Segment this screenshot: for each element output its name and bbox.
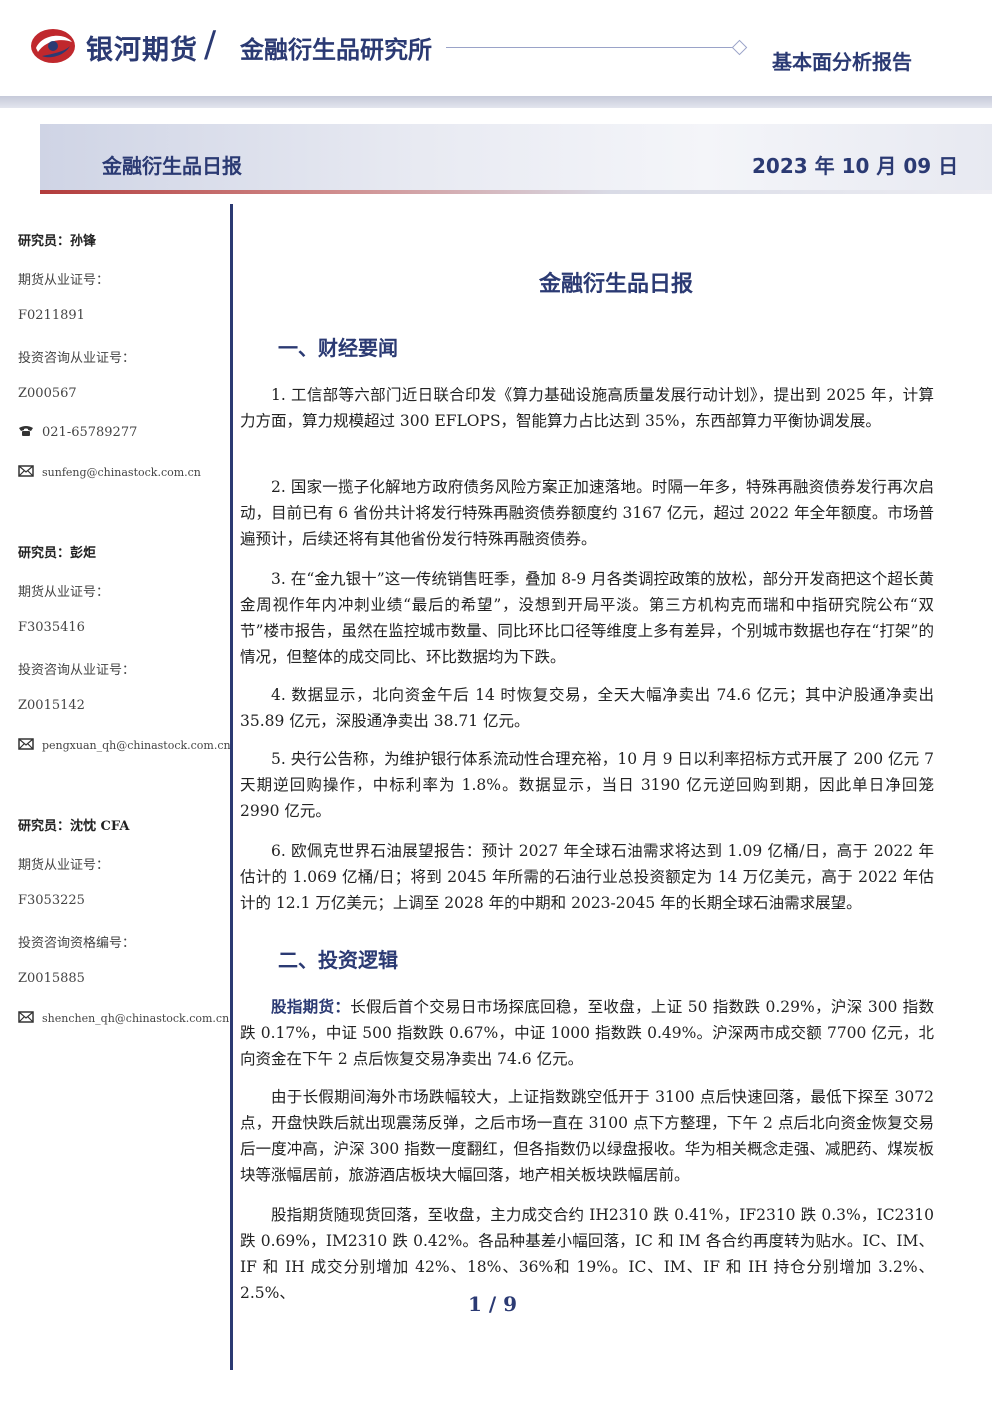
email-icon [18,1011,34,1023]
banner-underline [40,190,992,194]
email-address[interactable]: shenchen_qh@chinastock.com.cn [42,1012,230,1025]
license-label: 期货从业证号： [18,585,110,600]
email-address[interactable]: pengxuan_qh@chinastock.com.cn [42,739,231,752]
researcher-name: 研究员：彭炬 [18,546,97,561]
header-rule [446,47,734,48]
license-number: F3035416 [18,620,85,635]
researcher-name: 研究员：孙锋 [18,234,97,249]
sidebar-divider [230,204,233,1370]
section-heading-news: 一、财经要闻 [278,336,398,360]
news-item: 2. 国家一揽子化解地方政府债务风险方案正加速落地。时隔一年多，特殊再融资债券发… [240,478,934,548]
license-number: F0211891 [18,308,85,323]
section-heading-logic: 二、投资逻辑 [278,948,398,972]
brand-divider: / [204,24,217,65]
report-date: 2023 年 10 月 09 日 [752,154,959,178]
email-icon [18,465,34,477]
galaxy-logo-icon [31,29,75,63]
advisory-number: Z000567 [18,386,77,401]
license-number: F3053225 [18,893,85,908]
email-line[interactable]: sunfeng@chinastock.com.cn [18,465,201,479]
email-address[interactable]: sunfeng@chinastock.com.cn [42,466,201,479]
document-title: 金融衍生品日报 [538,272,693,297]
top-header: 银河期货 / 金融衍生品研究所 基本面分析报告 [0,0,992,110]
diamond-icon [731,39,748,56]
banner-title: 金融衍生品日报 [102,154,242,178]
phone-number: 021-65789277 [42,425,138,440]
license-label: 期货从业证号： [18,858,110,873]
advisory-number: Z0015142 [18,698,85,713]
phone-line: 021-65789277 [18,425,137,440]
logic-paragraph: 股指期货随现货回落，至收盘，主力成交合约 IH2310 跌 0.41%，IF23… [240,1206,934,1302]
advisory-label: 投资咨询从业证号： [18,351,136,366]
email-icon [18,738,34,750]
institute-name: 金融衍生品研究所 [240,36,432,64]
advisory-label: 投资咨询资格编号： [18,936,136,951]
lead-label: 股指期货： [271,997,351,1016]
news-item: 4. 数据显示，北向资金午后 14 时恢复交易，全天大幅净卖出 74.6 亿元；… [240,686,934,730]
news-item: 1. 工信部等六部门近日联合印发《算力基础设施高质量发展行动计划》，提出到 20… [240,386,934,430]
news-item: 5. 央行公告称，为维护银行体系流动性合理充裕，10 月 9 日以利率招标方式开… [240,750,934,820]
news-item: 3. 在“金九银十”这一传统销售旺季，叠加 8-9 月各类调控政策的放松，部分开… [240,570,934,666]
title-banner [40,124,992,190]
news-item: 6. 欧佩克世界石油展望报告：预计 2027 年全球石油需求将达到 1.09 亿… [240,842,934,912]
header-band [0,96,992,108]
page-number: 1 / 9 [468,1292,518,1316]
researcher-name: 研究员：沈忱 CFA [18,819,130,834]
email-line[interactable]: pengxuan_qh@chinastock.com.cn [18,738,231,752]
brand-name: 银河期货 [86,35,198,66]
email-line[interactable]: shenchen_qh@chinastock.com.cn [18,1011,229,1025]
lead-text: 长假后首个交易日市场探底回稳，至收盘，上证 50 指数跌 0.29%，沪深 30… [240,998,934,1068]
phone-icon [19,426,33,436]
advisory-number: Z0015885 [18,971,85,986]
license-label: 期货从业证号： [18,273,110,288]
report-type: 基本面分析报告 [772,50,912,74]
logic-paragraph: 股指期货：长假后首个交易日市场探底回稳，至收盘，上证 50 指数跌 0.29%，… [240,994,934,1072]
logic-paragraph: 由于长假期间海外市场跌幅较大，上证指数跳空低开于 3100 点后快速回落，最低下… [240,1088,934,1184]
advisory-label: 投资咨询从业证号： [18,663,136,678]
